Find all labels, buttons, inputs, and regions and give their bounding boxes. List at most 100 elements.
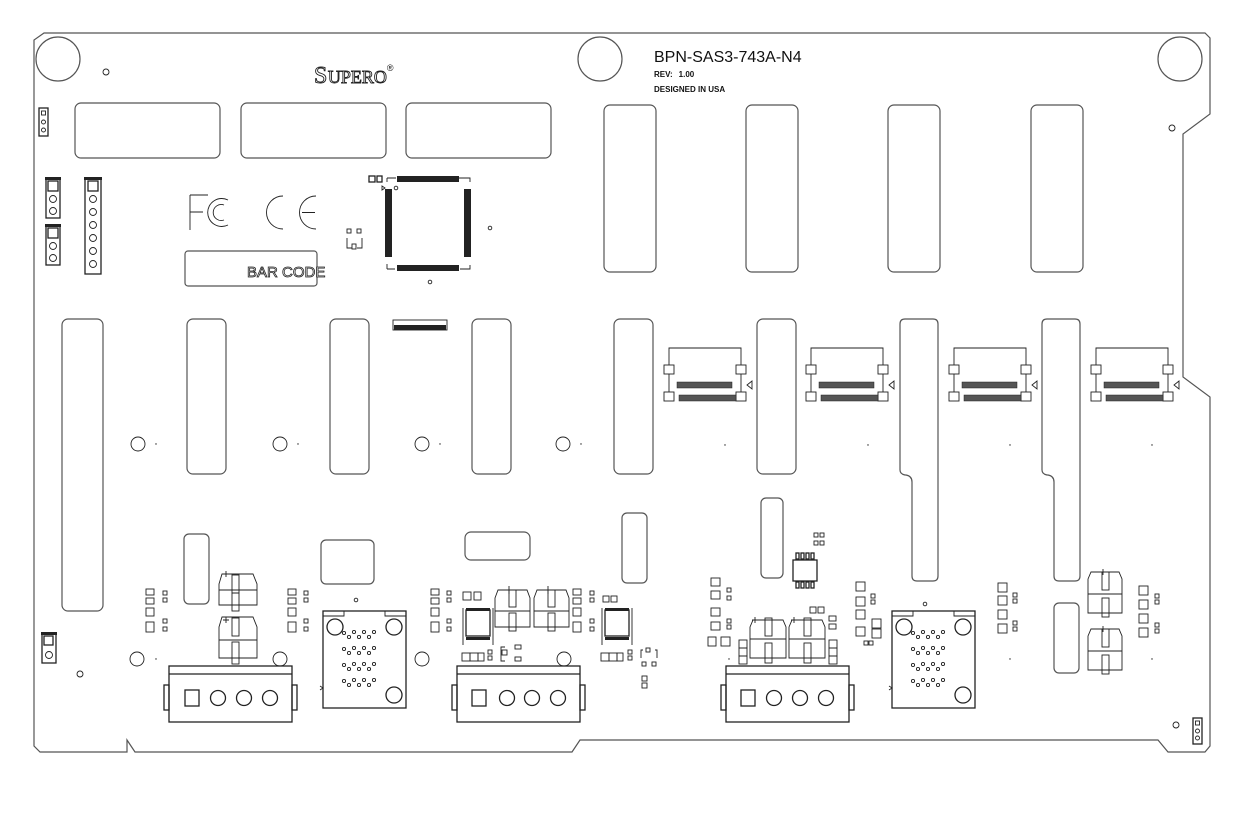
- sas-pin: [935, 682, 941, 688]
- sas-pin: [366, 682, 372, 688]
- component-outline: [240, 102, 387, 159]
- drive-slot-top: [1030, 104, 1084, 273]
- component-outline: [405, 102, 552, 159]
- smd-cluster: [572, 588, 658, 689]
- drive-slot-top: [745, 104, 799, 273]
- component-outline: [760, 497, 784, 579]
- smd-cluster: [430, 588, 493, 662]
- sas-pin: [925, 666, 931, 672]
- sas-pin: [361, 629, 367, 635]
- sas-pin: [341, 646, 347, 652]
- power-connector: [720, 665, 855, 723]
- sas-pin: [346, 634, 352, 640]
- jumper-header: [45, 224, 61, 266]
- sas-pin: [346, 666, 352, 672]
- power-connector: [451, 665, 586, 723]
- board-model: BPN-SAS3-743A-N4: [654, 49, 802, 66]
- mosfet: [462, 608, 494, 645]
- sas-pin: [925, 682, 931, 688]
- component-outline: [621, 512, 648, 584]
- barcode-area: [184, 250, 318, 287]
- sas-pin: [356, 666, 362, 672]
- drive-slot-long: [61, 318, 104, 612]
- capacitor: [533, 586, 570, 632]
- sas-pin: [346, 650, 352, 656]
- sas-pin: [361, 645, 367, 651]
- sas-pin: [351, 645, 357, 651]
- sas-pin: [920, 677, 926, 683]
- drive-slot: [186, 318, 227, 475]
- sas-pin: [930, 677, 936, 683]
- drive-slot: [329, 318, 370, 475]
- sas-pin: [361, 677, 367, 683]
- drive-slot: [613, 318, 654, 475]
- barcode-label: BAR CODE: [247, 264, 325, 281]
- sas-pin: [361, 661, 367, 667]
- sas-pin: [341, 678, 347, 684]
- sas-pin: [920, 629, 926, 635]
- smd-cluster: [500, 644, 522, 662]
- soic-chip: [792, 532, 825, 589]
- controller-chip: [368, 175, 493, 285]
- sas-pin: [356, 682, 362, 688]
- mounting-hole: [1157, 36, 1203, 82]
- sas-pin: [356, 634, 362, 640]
- component-outline: [183, 533, 210, 605]
- capacitor: [494, 586, 531, 632]
- sas-pin: [920, 645, 926, 651]
- sas-pin: [910, 630, 916, 636]
- sas-pin: [910, 646, 916, 652]
- sas-pin: [915, 650, 921, 656]
- sas-pin: [915, 666, 921, 672]
- nvme-connector: [1090, 347, 1180, 402]
- power-connector: [163, 665, 298, 723]
- board-outline: [33, 32, 1211, 753]
- sas-pin: [341, 630, 347, 636]
- sas-pin: [366, 634, 372, 640]
- sas-pin: [351, 677, 357, 683]
- board-revision: REV:1.00: [654, 70, 695, 79]
- sas-pin: [356, 650, 362, 656]
- sas-pin: [915, 634, 921, 640]
- sas-pin: [940, 629, 946, 635]
- sas-pin: [920, 661, 926, 667]
- fcc-mark: [189, 194, 229, 230]
- sas-pin: [366, 666, 372, 672]
- sas-connector: [888, 601, 976, 709]
- drive-slot: [756, 318, 797, 475]
- sas-pin: [915, 682, 921, 688]
- sas-pin: [351, 629, 357, 635]
- sas-pin: [940, 677, 946, 683]
- drive-slot-stepped: [1041, 318, 1081, 582]
- drive-slot-top: [887, 104, 941, 273]
- sas-pin: [346, 682, 352, 688]
- ce-mark: [266, 195, 317, 230]
- sas-connector: [319, 597, 407, 709]
- capacitor-pair: [346, 228, 363, 250]
- mounting-hole: [35, 36, 81, 82]
- sas-pin: [930, 629, 936, 635]
- capacitor: [788, 617, 826, 664]
- capacitor: [749, 617, 787, 664]
- drive-slot-stepped: [899, 318, 939, 582]
- sas-pin: [366, 650, 372, 656]
- nvme-connector: [805, 347, 895, 402]
- smd-cluster: [855, 581, 882, 646]
- drive-slot: [471, 318, 512, 475]
- resistor-array: [392, 319, 448, 331]
- sas-pin: [371, 661, 377, 667]
- nvme-connector: [948, 347, 1038, 402]
- jumper-header: [1192, 717, 1203, 745]
- sas-pin: [930, 661, 936, 667]
- component-outline: [74, 102, 221, 159]
- sas-pin: [351, 661, 357, 667]
- sas-pin: [341, 662, 347, 668]
- sas-pin: [910, 662, 916, 668]
- nvme-connector: [663, 347, 753, 402]
- jumper-header: [45, 177, 61, 219]
- capacitor: [218, 571, 258, 612]
- component-outline: [320, 539, 375, 585]
- mosfet: [601, 608, 633, 645]
- capacitor: [218, 616, 258, 665]
- brand-logo: SUPERO®: [314, 63, 394, 89]
